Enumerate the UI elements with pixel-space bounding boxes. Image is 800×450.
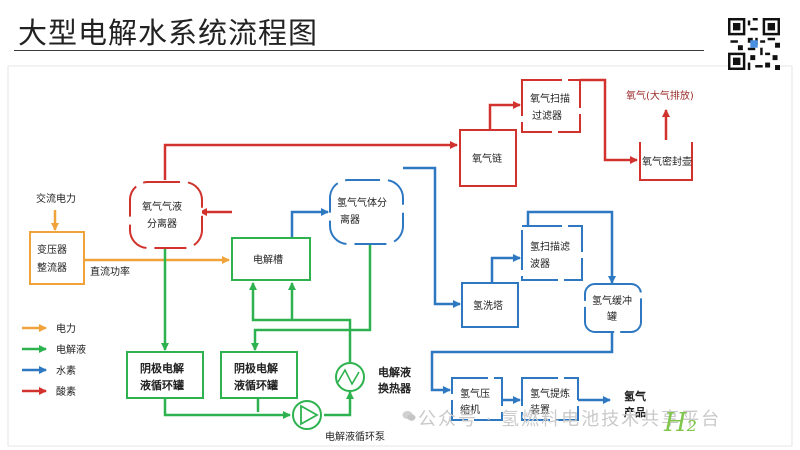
purifier-label-1: 氢气提炼 <box>530 387 570 400</box>
title-divider <box>14 50 704 51</box>
qr-code-image <box>728 18 780 70</box>
oxygen-pot-shape <box>639 142 693 181</box>
hydrogen-filter-label-1: 氢扫描滤 <box>530 240 570 253</box>
cathode-tank-label-2: 液循环罐 <box>140 378 184 392</box>
legend-oxygen-label: 酸素 <box>56 385 76 398</box>
legend-power-label: 电力 <box>56 322 76 335</box>
cathode-tank-label-1: 阴极电解 <box>140 361 184 375</box>
slide-title: 大型电解水系统流程图 <box>18 16 319 50</box>
compressor-label-1: 氢气压 <box>460 387 490 400</box>
anode-tank-label-1: 阴极电解 <box>234 361 278 375</box>
legend-hydrogen-label: 水素 <box>56 364 76 377</box>
electrolyzer-label: 电解槽 <box>253 253 283 266</box>
purifier-box <box>521 377 579 421</box>
pump-label: 电解液循环泵 <box>325 430 385 443</box>
h2-logo: H₂ <box>664 408 698 438</box>
oxygen-lines <box>163 78 670 216</box>
dc-power-label: 直流功率 <box>90 265 130 278</box>
anode-tank-box <box>220 351 298 399</box>
compressor-label-2: 缩机 <box>460 403 480 416</box>
anode-tank-label-2: 液循环罐 <box>234 378 278 392</box>
transformer-rectifier-box <box>29 231 85 285</box>
heat-exchanger-label-1: 电解液 <box>378 365 412 379</box>
power-lines <box>51 210 230 264</box>
hydrogen-lines <box>290 166 616 404</box>
cathode-tank-box <box>126 351 204 399</box>
oxygen-filter-label-2: 过滤器 <box>532 109 562 122</box>
transformer-label-1: 变压器 <box>37 243 67 256</box>
hydrogen-buffer-box <box>584 283 642 333</box>
hydrogen-product-label-1: 氢气 <box>624 389 646 403</box>
diagram-frame <box>7 65 793 447</box>
hydrogen-separator-body <box>329 179 404 245</box>
hydrogen-separator-label-1: 氢气气体分 <box>337 196 387 209</box>
hydrogen-buffer-label-1: 氢气缓冲 <box>592 294 632 307</box>
oxygen-separator-label-1: 氧气气液 <box>142 200 182 213</box>
purifier-label-2: 装置 <box>530 403 550 416</box>
compressor-box <box>451 377 503 421</box>
oxygen-filter-label-1: 氧气扫描 <box>530 92 570 105</box>
electrolyzer-box <box>231 237 311 281</box>
hydrogen-wash-box <box>461 282 519 328</box>
heat-exchanger-label-2: 换热器 <box>378 381 412 395</box>
oxygen-filter-box <box>521 79 581 133</box>
watermark-text: 公众号 · 氢燃料电池技术共享平台 <box>418 409 722 430</box>
legend: 电力 电解液 水素 酸素 <box>22 322 86 398</box>
hydrogen-filter-box <box>521 225 583 281</box>
hydrogen-wash-label: 氢洗塔 <box>473 299 503 312</box>
oxygen-chain-box <box>459 129 517 187</box>
hydrogen-separator-label-2: 离器 <box>340 213 360 226</box>
oxygen-pot-label: 氧气密封壶 <box>642 155 692 168</box>
ac-power-label: 交流电力 <box>36 192 76 205</box>
legend-electrolyte-label: 电解液 <box>56 343 86 356</box>
oxygen-separator-body <box>129 181 203 249</box>
hydrogen-buffer-label-2: 罐 <box>607 310 617 323</box>
transformer-label-2: 整流器 <box>37 261 67 274</box>
oxygen-vent-label: 氧气(大气排放) <box>626 89 694 102</box>
circulation-pump-symbol <box>292 400 322 430</box>
wechat-logo-icon <box>402 411 416 421</box>
heat-exchanger-symbol <box>335 362 365 392</box>
hydrogen-filter-label-2: 波器 <box>530 257 550 270</box>
hydrogen-product-label-2: 产品 <box>624 405 646 419</box>
oxygen-separator-label-2: 分离器 <box>147 217 177 230</box>
electrolyte-lines <box>161 235 372 419</box>
oxygen-chain-label: 氧气链 <box>472 152 502 165</box>
